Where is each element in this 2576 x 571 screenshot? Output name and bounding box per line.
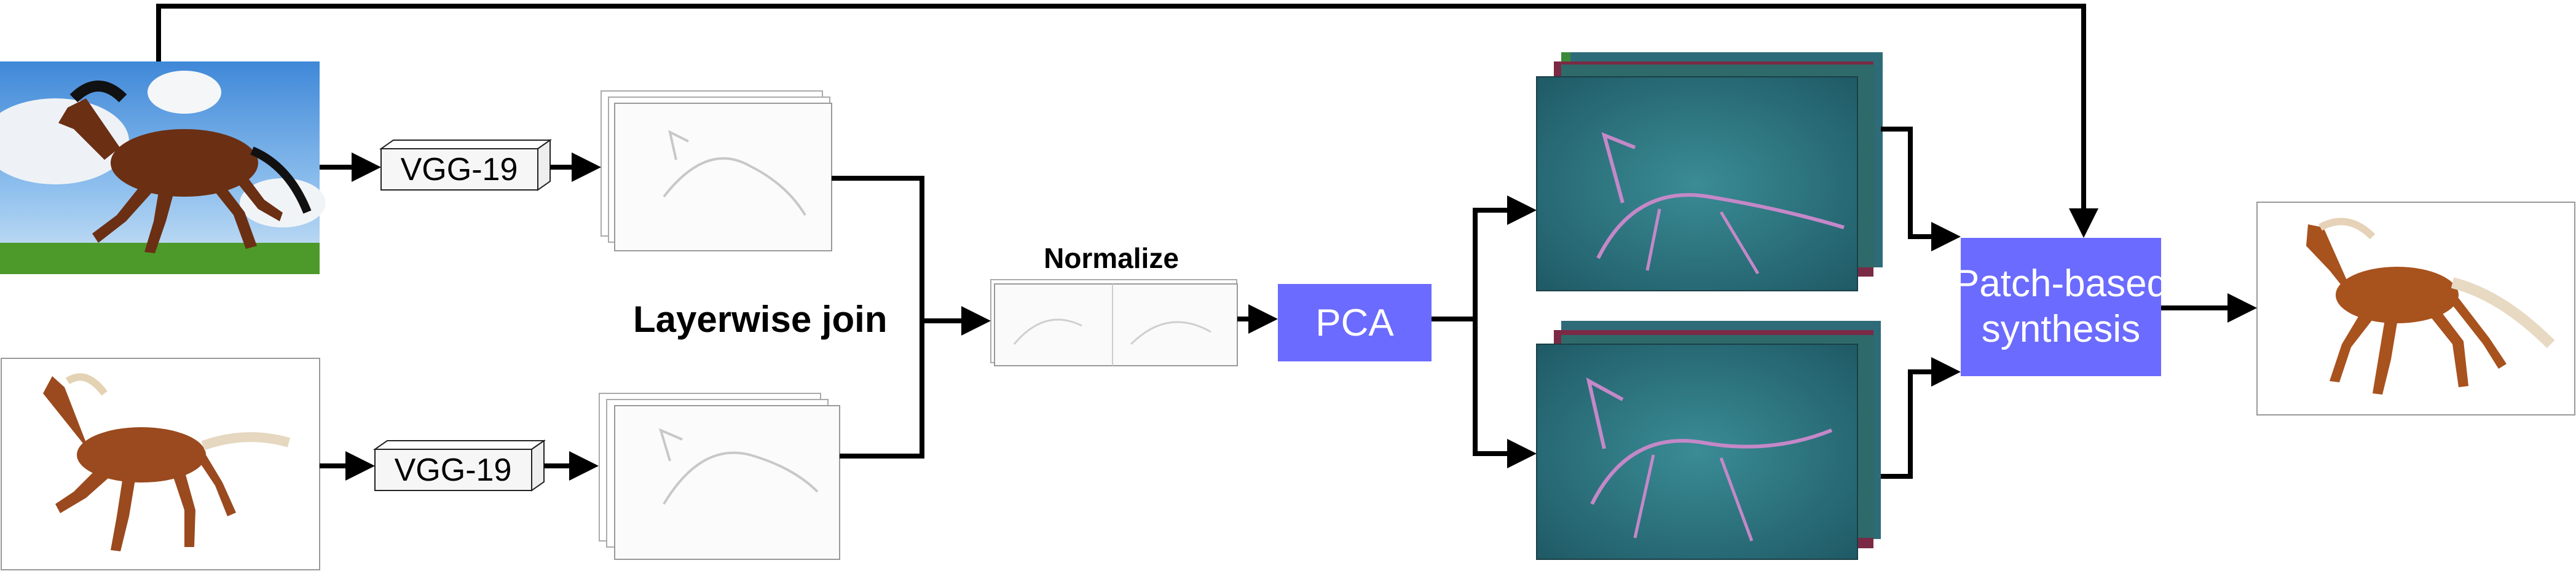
vgg19-block-bottom: VGG-19	[372, 439, 546, 492]
pca-box: PCA	[1278, 284, 1432, 361]
input-photo-horse	[0, 61, 326, 274]
normalize-label: Normalize	[1044, 242, 1179, 274]
pca-feature-map-top	[1536, 52, 1883, 291]
vgg19-block-top: VGG-19	[379, 139, 553, 191]
patch-synthesis-box: Patch-based synthesis	[1954, 238, 2168, 376]
pca-feature-map-bottom	[1536, 321, 1881, 560]
style-image-horse-drawing	[1, 358, 320, 570]
output-image-horse	[2256, 202, 2575, 415]
vgg19-label-bottom: VGG-19	[395, 452, 512, 488]
layerwise-join-label: Layerwise join	[633, 299, 888, 340]
patch-synthesis-label-line1: Patch-based	[1954, 262, 2168, 305]
horse-silhouette-photo	[58, 98, 283, 253]
pca-label: PCA	[1315, 302, 1394, 344]
patch-synthesis-label-line2: synthesis	[1982, 308, 2140, 350]
feature-stack-top	[601, 90, 832, 251]
feature-stack-bottom	[599, 393, 840, 560]
normalized-features	[990, 279, 1238, 366]
connector-lines	[156, 4, 2257, 481]
vgg19-label-top: VGG-19	[401, 152, 518, 187]
